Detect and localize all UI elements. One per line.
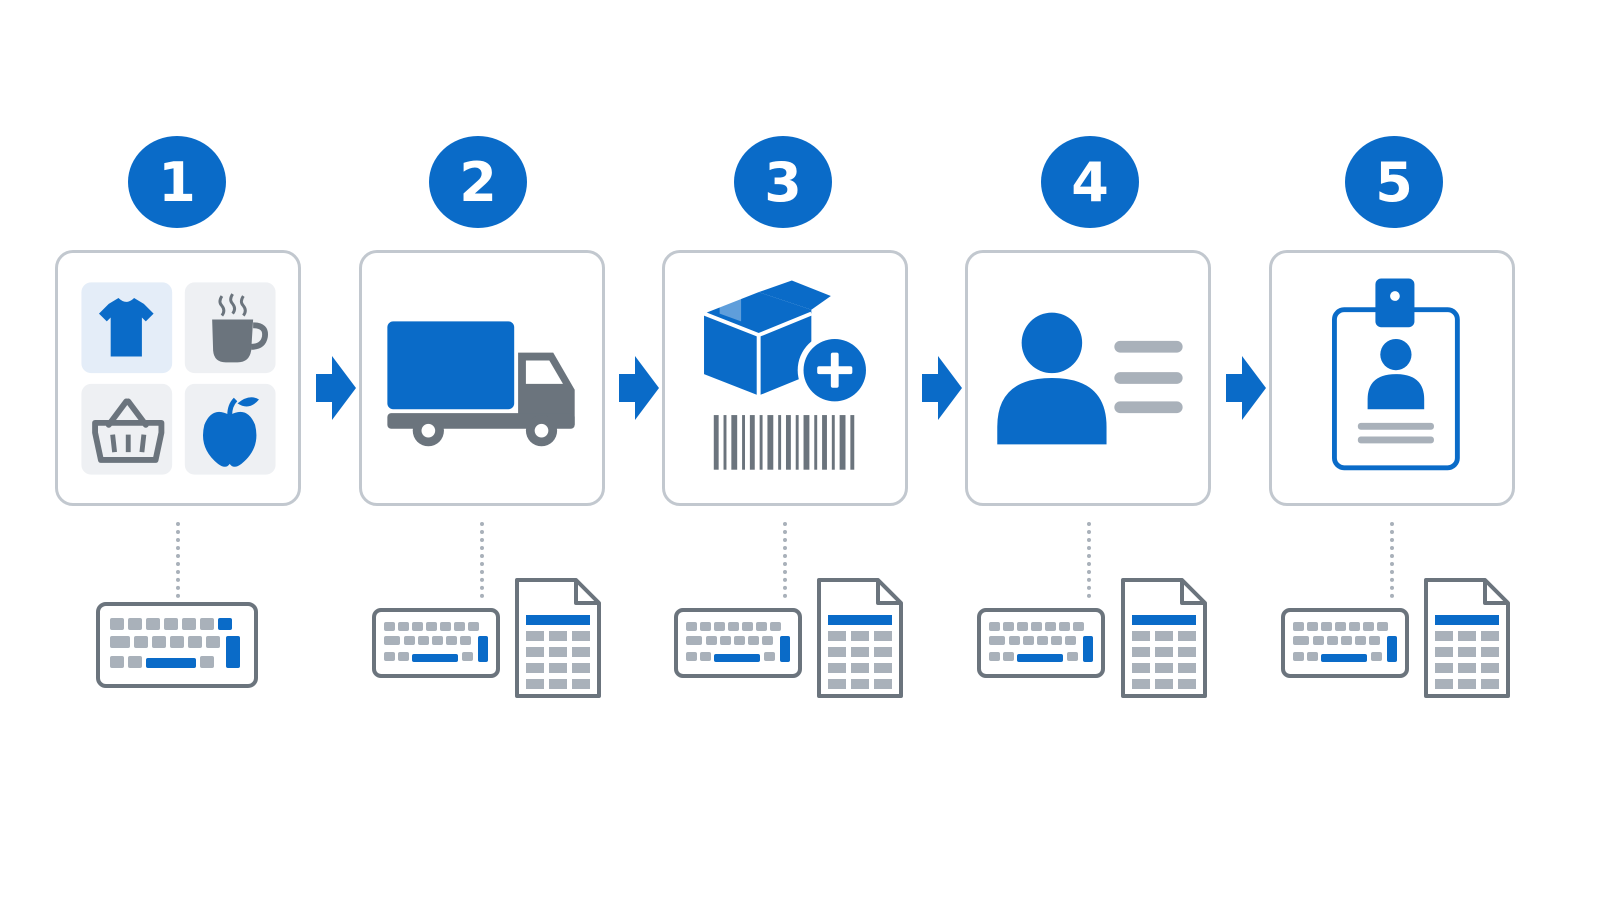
step-5-connector (1390, 522, 1394, 598)
spreadsheet-document-icon (817, 578, 903, 698)
step-3-badge: 3 (734, 136, 832, 228)
tshirt-icon (98, 298, 154, 357)
step-4-badge: 4 (1041, 136, 1139, 228)
barcode-icon (713, 415, 855, 470)
step-1-card (55, 250, 301, 506)
keyboard-icon (1281, 608, 1409, 678)
step-2-card (359, 250, 605, 506)
arrow-right-icon (1226, 356, 1266, 420)
keyboard-icon (96, 602, 258, 688)
step-3-card (662, 250, 908, 506)
step-2-badge: 2 (429, 136, 527, 228)
step-1-badge: 1 (128, 136, 226, 228)
add-package-barcode-icon (703, 280, 872, 470)
arrow-right-icon (619, 356, 659, 420)
user-profile-icon (997, 312, 1183, 445)
spreadsheet-document-icon (515, 578, 601, 698)
spreadsheet-document-icon (1424, 578, 1510, 698)
step-2-connector (480, 522, 484, 598)
step-3-connector (783, 522, 787, 598)
step-4-card (965, 250, 1211, 506)
arrow-right-icon (316, 356, 356, 420)
arrow-right-icon (922, 356, 962, 420)
keyboard-icon (372, 608, 500, 678)
step-5-card (1269, 250, 1515, 506)
step-5-badge: 5 (1345, 136, 1443, 228)
product-categories-icon (81, 282, 276, 475)
delivery-truck-icon (387, 321, 575, 447)
apple-icon (202, 397, 259, 467)
coffee-cup-icon (212, 293, 268, 363)
keyboard-icon (674, 608, 802, 678)
spreadsheet-document-icon (1121, 578, 1207, 698)
step-1-connector (176, 522, 180, 598)
basket-icon (92, 398, 165, 463)
keyboard-icon (977, 608, 1105, 678)
id-badge-icon (1332, 278, 1460, 471)
step-4-connector (1087, 522, 1091, 598)
